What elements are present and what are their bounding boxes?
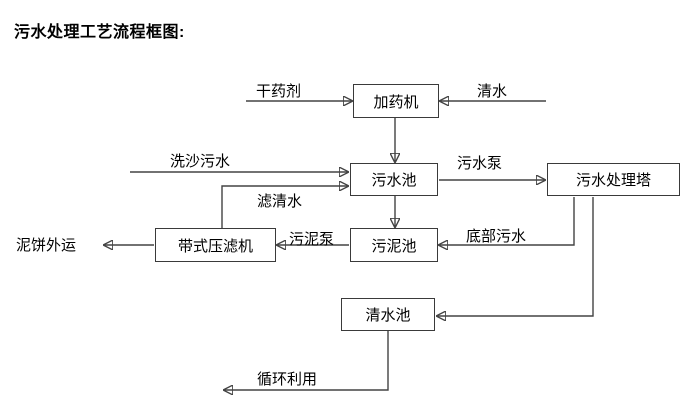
edge-clear-pool-recycle-out: [224, 331, 389, 390]
edge-label-sand-wastewater: 洗沙污水: [170, 153, 231, 170]
node-sludge-pool-label: 污泥池: [371, 237, 417, 255]
edge-label-recycle: 循环利用: [257, 371, 318, 388]
node-belt-filter-press[interactable]: 带式压滤机: [155, 228, 276, 262]
node-dosing-machine[interactable]: 加药机: [353, 84, 439, 118]
edge-label-clean-water: 清水: [477, 83, 508, 100]
node-belt-filter-press-label: 带式压滤机: [177, 237, 253, 255]
page-title: 污水处理工艺流程框图:: [14, 24, 185, 41]
edge-filtrate-to-sewage-pool: [221, 186, 348, 228]
node-treatment-tower[interactable]: 污水处理塔: [547, 163, 680, 196]
node-sewage-pool[interactable]: 污水池: [350, 163, 438, 196]
node-dosing-machine-label: 加药机: [373, 93, 419, 111]
edge-label-sludge-pump: 污泥泵: [289, 231, 335, 248]
edge-label-dry-agent: 干药剂: [256, 83, 302, 100]
edge-label-bottom-sewage: 底部污水: [466, 228, 527, 245]
edge-treat-tower-to-clear-pool: [437, 197, 594, 316]
edge-label-filtrate: 滤清水: [257, 193, 303, 210]
edge-bottom-sewage-to-sludge-pool: [439, 197, 575, 245]
node-sludge-pool[interactable]: 污泥池: [350, 228, 438, 262]
node-treatment-tower-label: 污水处理塔: [575, 172, 651, 189]
node-clear-water-pool[interactable]: 清水池: [341, 298, 435, 331]
node-clear-water-pool-label: 清水池: [365, 307, 411, 324]
node-sewage-pool-label: 污水池: [371, 172, 417, 189]
terminal-mud-cake-out: 泥饼外运: [16, 237, 77, 254]
edge-label-sewage-pump: 污水泵: [457, 155, 503, 172]
